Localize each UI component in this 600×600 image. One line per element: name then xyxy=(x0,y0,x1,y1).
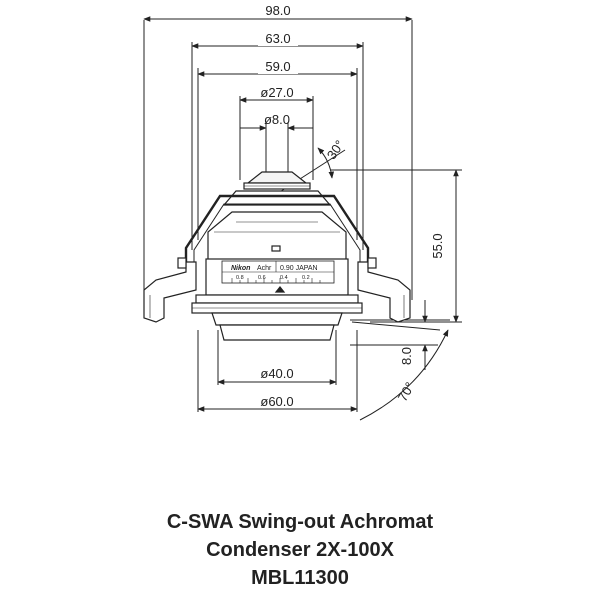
dim-angle-70: 70° xyxy=(395,379,418,404)
dim-dia-60: ø60.0 xyxy=(260,394,293,409)
dim-98: 98.0 xyxy=(265,3,290,18)
label-na: 0.90 JAPAN xyxy=(280,265,318,272)
dim-angle-30: 30° xyxy=(324,137,348,162)
scale-mark-1: 0.8 xyxy=(236,275,244,281)
scale-mark-2: 0.6 xyxy=(258,275,266,281)
caption-line-3: MBL11300 xyxy=(251,567,349,589)
label-brand: Nikon xyxy=(231,265,250,272)
dim-55: 55.0 xyxy=(430,233,445,258)
condenser-technical-drawing: 98.0 63.0 59.0 ø27.0 ø8.0 30° 55.0 8.0 7… xyxy=(143,3,462,421)
dim-63: 63.0 xyxy=(265,31,290,46)
label-type: Achr xyxy=(257,265,272,272)
caption-line-2: Condenser 2X-100X xyxy=(206,539,394,561)
dim-59: 59.0 xyxy=(265,59,290,74)
scale-mark-3: 0.4 xyxy=(280,275,288,281)
dim-dia-40: ø40.0 xyxy=(260,366,293,381)
dim-8: 8.0 xyxy=(399,347,414,365)
condenser-body xyxy=(143,171,411,341)
dim-dia-8: ø8.0 xyxy=(264,112,290,127)
caption-line-1: C-SWA Swing-out Achromat xyxy=(166,511,434,533)
dim-dia-27: ø27.0 xyxy=(260,85,293,100)
scale-mark-4: 0.2 xyxy=(302,275,310,281)
label-plate: Nikon Achr 0.90 JAPAN 0.8 0.6 0.4 0.2 xyxy=(231,265,318,281)
dimension-labels: 98.0 63.0 59.0 ø27.0 ø8.0 30° 55.0 8.0 7… xyxy=(254,3,445,409)
